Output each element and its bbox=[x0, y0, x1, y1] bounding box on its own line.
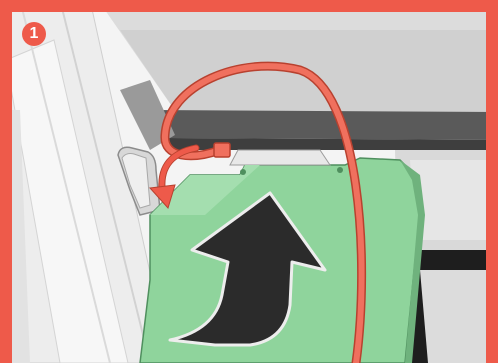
top-rail bbox=[150, 110, 498, 140]
cable-connector bbox=[214, 143, 230, 157]
device-bay bbox=[98, 0, 498, 150]
step-number: 1 bbox=[30, 25, 39, 42]
step-number-badge: 1 bbox=[22, 22, 46, 46]
module-connector bbox=[230, 150, 330, 165]
